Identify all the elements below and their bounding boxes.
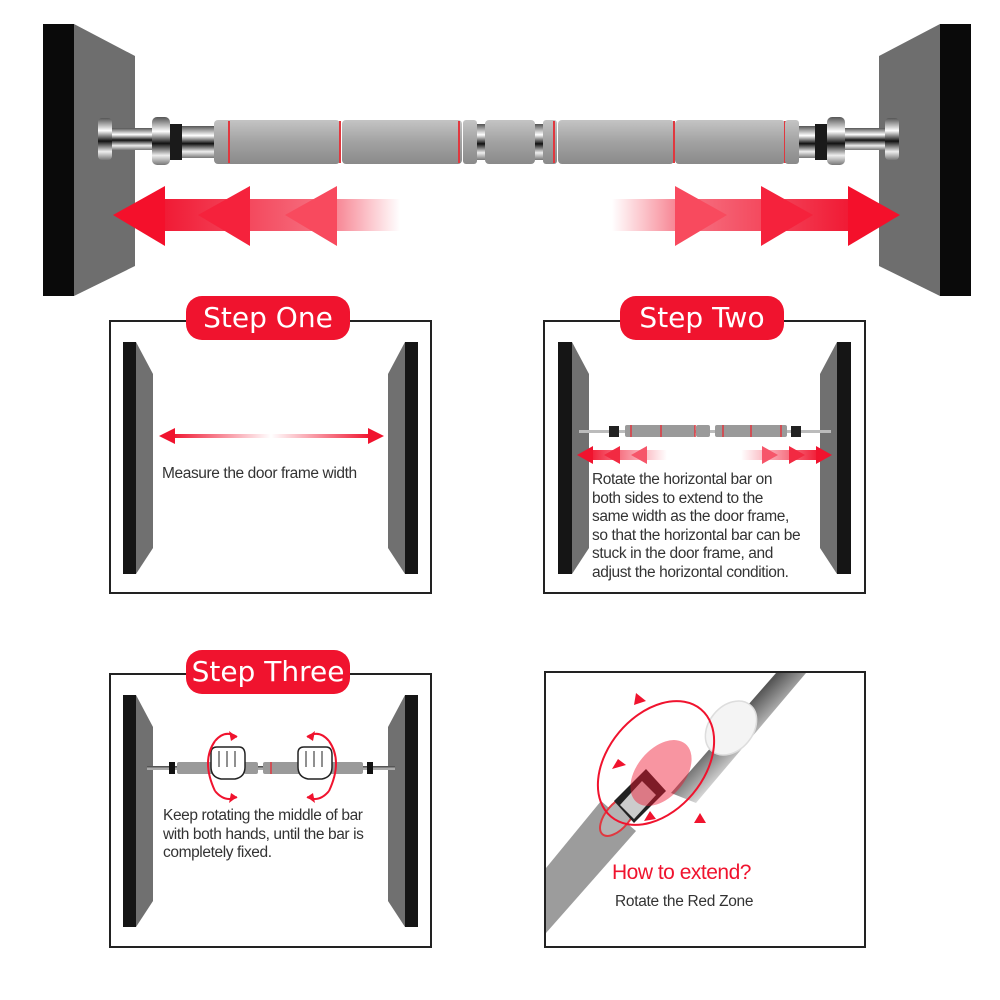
step-one-badge: Step One [186, 296, 350, 340]
extend-panel: How to extend? Rotate the Red Zone [544, 671, 866, 948]
extend-subtitle: Rotate the Red Zone [615, 893, 754, 910]
arrow-right-icon [612, 186, 900, 246]
step-three-caption: Keep rotating the middle of bar with bot… [163, 807, 364, 861]
rotate-arrow-icon [207, 731, 337, 803]
door-frame-icon [123, 342, 418, 574]
bar-closeup-icon [546, 673, 806, 933]
door-frame-icon [123, 695, 418, 927]
step-one-panel: Measure the door frame width [109, 320, 432, 594]
step-two-caption: Rotate the horizontal bar on both sides … [592, 471, 801, 581]
rotate-ring-icon [596, 693, 716, 826]
double-arrow-icon [159, 428, 384, 444]
door-frame-icon [558, 342, 851, 574]
arrow-right-icon [741, 446, 832, 464]
wall-left-icon [43, 24, 135, 296]
pullup-bar-icon [147, 762, 395, 774]
pullup-bar-icon [579, 425, 831, 437]
step-two-panel: Rotate the horizontal bar on both sides … [543, 320, 866, 594]
hero-illustration [0, 0, 1000, 300]
wall-right-icon [879, 24, 971, 296]
extend-title: How to extend? [612, 861, 751, 884]
step-two-badge: Step Two [620, 296, 784, 340]
arrow-left-icon [577, 446, 667, 464]
arrow-left-icon [113, 186, 400, 246]
step-three-badge: Step Three [186, 650, 350, 694]
step-one-caption: Measure the door frame width [162, 465, 357, 482]
fist-icon [210, 746, 333, 780]
pullup-bar-icon [98, 117, 899, 165]
step-three-panel: Keep rotating the middle of bar with bot… [109, 673, 432, 948]
